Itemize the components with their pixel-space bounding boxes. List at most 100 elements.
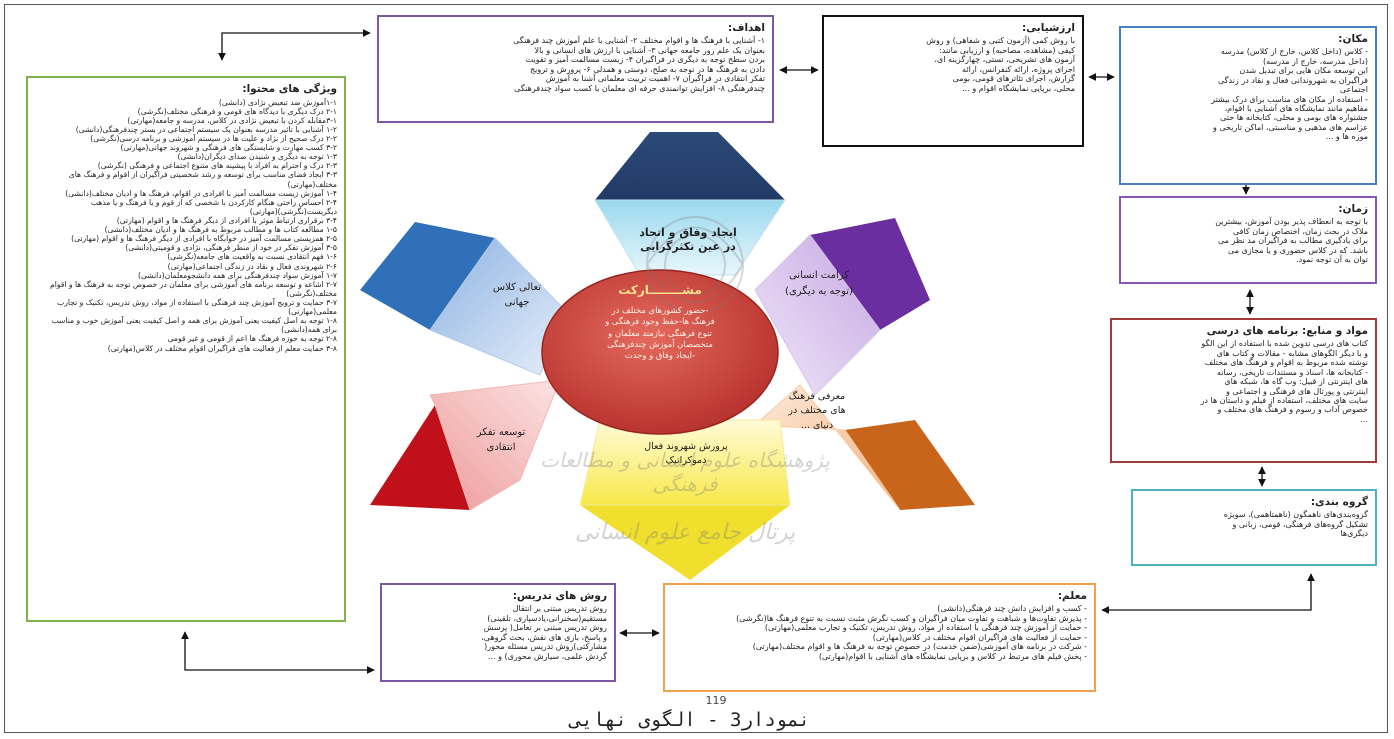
teacher-lines: - کسب و افزایش دانش چند فرهنگی(دانشی)- پ… bbox=[672, 604, 1087, 661]
time-line: با توجه به انعطاف پذیر بودن آموزش، بیشتر… bbox=[1215, 217, 1368, 227]
goals-box: اهداف: ۱- آشنایی با فرهنگ ها و اقوام مخت… bbox=[377, 15, 774, 123]
materials-line: های اینترنتی از قبیل: وب گاه ها، شبکه ها… bbox=[1224, 377, 1368, 387]
watermark-line2: پرتال جامع علوم انسانی bbox=[574, 520, 796, 545]
goals-lines: ۱- آشنایی با فرهنگ ها و اقوام مختلف ۲- آ… bbox=[386, 36, 765, 93]
materials-line: کتاب های درسی تدوین شده با استفاده از ای… bbox=[1201, 339, 1368, 349]
petal-bottom-label: پرورش شهروند فعال دموکراتیک bbox=[644, 441, 728, 467]
content-line: ۲-۷ اشاعه و توسعه برنامه های آموزشی برای… bbox=[50, 279, 337, 298]
materials-line: و با دیگر الگوهای مشابه - مقالات و کتاب … bbox=[1216, 348, 1368, 358]
grouping-line: گروه‌بندی‌های ناهمگون (ناهمتاهمی)، سویژه bbox=[1223, 510, 1368, 520]
content-line: ۳-۵ آموزش تفکر در خود از منظر فرهنگی، نژ… bbox=[125, 243, 337, 253]
arrow-content-goals bbox=[218, 29, 371, 61]
place-title: مکان: bbox=[1338, 33, 1368, 45]
watermark-rosette bbox=[645, 216, 745, 314]
evaluation-line: کیفی (مشاهده، مصاحبه) و ارزیابی مانند: bbox=[939, 45, 1075, 55]
petal-lower-left-tip bbox=[370, 405, 470, 510]
time-box: زمان: با توجه به انعطاف پذیر بودن آموزش،… bbox=[1119, 196, 1377, 284]
petal-upper-right-label: کرامت انسانی (توجه به دیگری) bbox=[785, 270, 853, 297]
methods-line: روش تدریس مبتنی بر تعامل( پرسش bbox=[483, 623, 607, 633]
methods-line: گردش علمی، سیارش محوری) و ... bbox=[487, 651, 607, 661]
center-text: -حضور کشورهای مختلف در فرهنگ ها-حفظ وجود… bbox=[605, 305, 715, 361]
time-line: باشد. که در کلاس حضوری و یا مجازی می bbox=[1228, 245, 1368, 255]
teacher-title: معلم: bbox=[1057, 590, 1087, 602]
methods-title: روش های تدریس: bbox=[512, 590, 607, 602]
goals-line: تفکر انتقادی در فراگیران ۷- اهمیت تربیت … bbox=[545, 74, 765, 84]
content-line: ۱-۱آموزش ضد تبعیض نژادی (دانشی) bbox=[218, 97, 337, 107]
teacher-line: - پذیرش تفاوت‌ها و شباهت و تفاوت میان فر… bbox=[736, 613, 1087, 623]
goals-line: بردن سطح توجه به دیگری در فراگیران ۴- زی… bbox=[525, 55, 765, 65]
petal-bottom-tip bbox=[580, 505, 790, 580]
petal-lower-left-label: توسعه تفکر انتقادی bbox=[476, 427, 526, 453]
petal-upper-left-label: تعالی کلاس جهانی bbox=[492, 282, 542, 308]
petal-top bbox=[594, 199, 786, 276]
content-box: ویژگی های محتوا: ۱-۱آموزش ضد تبعیض نژادی… bbox=[26, 76, 346, 622]
place-line: (داخل مدرسه، خارج از مدرسه) bbox=[1263, 56, 1368, 66]
petal-top-label: ایجاد وفاق و اتحاد در عین تکثرگرایی bbox=[639, 226, 737, 254]
grouping-line: تشکیل گروه‌های فرهنگی، قومی، زبانی و bbox=[1232, 519, 1368, 529]
content-line: ۳-۲ کسب مهارت و شایستگی های فرهنگی و شهر… bbox=[120, 143, 337, 153]
petal-lower-left bbox=[429, 379, 561, 511]
materials-line: ... bbox=[1360, 414, 1368, 424]
content-line: ۲-۲ درک صحیح از نژاد و علیت ها در سیستم … bbox=[90, 134, 337, 144]
materials-box: مواد و منابع: برنامه های درسی کتاب های د… bbox=[1110, 318, 1377, 463]
teacher-line: - پخش فیلم های مرتبط در کلاس و برپایی نم… bbox=[818, 651, 1087, 661]
materials-title: مواد و منابع: برنامه های درسی bbox=[1206, 325, 1368, 337]
content-line: ۱-۲ آشنایی با تاثیر مدرسه بعنوان یک سیست… bbox=[75, 124, 337, 134]
time-line: ملاک در بحث زمان، اختصاص زمان کافی bbox=[1232, 226, 1368, 236]
grouping-lines: گروه‌بندی‌های ناهمگون (ناهمتاهمی)، سویژه… bbox=[1140, 510, 1368, 538]
goals-title: اهداف: bbox=[728, 22, 765, 34]
petal-upper-right-tip bbox=[810, 218, 930, 330]
goals-line: بعنوان یک علم روز جامعه جهانی ۳- آشنایی … bbox=[534, 45, 765, 55]
content-line: ۱-۶ فهم انتقادی نسبت به واقعیت های جامعه… bbox=[167, 252, 337, 262]
place-line: موزه ها و ... bbox=[1325, 132, 1368, 142]
teacher-line: - حمایت از آموزش چند فرهنگی با استفاده ا… bbox=[764, 623, 1087, 633]
teacher-line: - شرکت در برنامه های آموزشی(ضمن خدمت) در… bbox=[752, 642, 1087, 652]
page-frame bbox=[4, 4, 1388, 733]
place-line: این توسعه مکان هایی برای تبدیل شدن bbox=[1239, 66, 1368, 76]
center-title: مشــــــــارکت bbox=[618, 283, 702, 297]
content-line: ۲-۳ درک و احترام به افراد با پیشینه های … bbox=[97, 161, 337, 171]
content-line: ۱-۳ توجه به دیگری و شنیدن صدای دیگران(دا… bbox=[177, 152, 337, 162]
content-line: ۱-۷ آموزش سواد چندفرهنگی برای همه دانشجو… bbox=[138, 270, 337, 280]
content-line: ۳-۳ ایجاد فضای مناسب برای توسعه و رشد شخ… bbox=[68, 170, 337, 189]
teacher-line: - کسب و افزایش دانش چند فرهنگی(دانشی) bbox=[937, 604, 1087, 614]
figure-caption: نمودار3 - الگوی نهایی bbox=[569, 709, 811, 731]
content-line: ۳-۸ حمایت معلم از فعالیت های فراگیران اق… bbox=[107, 343, 337, 353]
evaluation-box: ارزشیابی: با روش کمی (آزمون کتبی و شفاهی… bbox=[822, 15, 1084, 147]
methods-line: مستقیم(سخنرانی،یادسپاری، تلقینی) bbox=[487, 613, 607, 623]
petal-upper-right bbox=[754, 234, 881, 396]
content-title: ویژگی های محتوا: bbox=[242, 83, 337, 95]
place-line: مفاهیم مانند نمایشگاه های آشنایی با اقوا… bbox=[1224, 104, 1368, 113]
materials-line: اینترنتی و پورتال های فرهنگی و اجتماعی و bbox=[1225, 386, 1368, 396]
content-line: ۳-۱مقابله کردن با تبعیض نژادی در کلاس، م… bbox=[127, 115, 337, 125]
evaluation-line: گزارش، اجرای تئاترهای قومی، بومی bbox=[952, 74, 1075, 84]
methods-line: مشارکتی)روش تدریس مسئله محور( bbox=[484, 642, 607, 652]
petal-top-tip bbox=[595, 132, 785, 200]
goals-line: دادن به فرهنگ ها در توجه به صلح، دوستی و… bbox=[529, 64, 765, 74]
place-line: فراگیران به شهروندانی فعال و نقاد در زند… bbox=[1218, 75, 1368, 85]
time-title: زمان: bbox=[1338, 203, 1368, 215]
methods-line: و پاسخ، بازی های نقش، بحث گروهی، bbox=[481, 632, 607, 642]
methods-line: روش تدریس مبتنی بر انتقال bbox=[512, 604, 607, 614]
goals-line: ۱- آشنایی با فرهنگ ها و اقوام مختلف ۲- آ… bbox=[513, 36, 765, 46]
content-line: ۲-۶ شهروندی فعال و نقاد در زندگی اجتماعی… bbox=[167, 261, 337, 271]
materials-line: سایت های مختلف، استفاده از فیلم و داستان… bbox=[1200, 396, 1368, 405]
place-line: جشنواره های بومی و محلی، کتابخانه ها حتی bbox=[1220, 113, 1368, 123]
place-line: - استفاده از مکان های مناسب برای درک بیش… bbox=[1211, 94, 1368, 104]
grouping-box: گروه بندی: گروه‌بندی‌های ناهمگون (ناهمتا… bbox=[1131, 489, 1377, 566]
content-line: ۱-۸ توجه به اصل کیفیت یعنی آموزش برای هم… bbox=[51, 316, 337, 335]
evaluation-line: با روش کمی (آزمون کتبی و شفاهی) و روش bbox=[926, 36, 1075, 46]
materials-lines: کتاب های درسی تدوین شده با استفاده از ای… bbox=[1119, 339, 1368, 424]
grouping-title: گروه بندی: bbox=[1310, 496, 1368, 508]
content-line: ۳-۴ برقراری ارتباط موثر با افرادی از دیگ… bbox=[116, 216, 337, 226]
teacher-box: معلم: - کسب و افزایش دانش چند فرهنگی(دان… bbox=[663, 583, 1096, 692]
petal-lower-right-tip bbox=[845, 420, 975, 510]
place-line: - کلاس (داخل کلاس، خارج از کلاس) مدرسه bbox=[1220, 47, 1368, 57]
petal-lower-right-label: معرفی فرهنگ های مختلف در دنیای ... bbox=[788, 391, 846, 431]
petal-upper-left-tip bbox=[360, 222, 495, 330]
arrow-content-methods bbox=[181, 631, 375, 674]
evaluation-line: آزمون های تشریحی، تستی، چهارگزینه ای، bbox=[934, 55, 1075, 65]
